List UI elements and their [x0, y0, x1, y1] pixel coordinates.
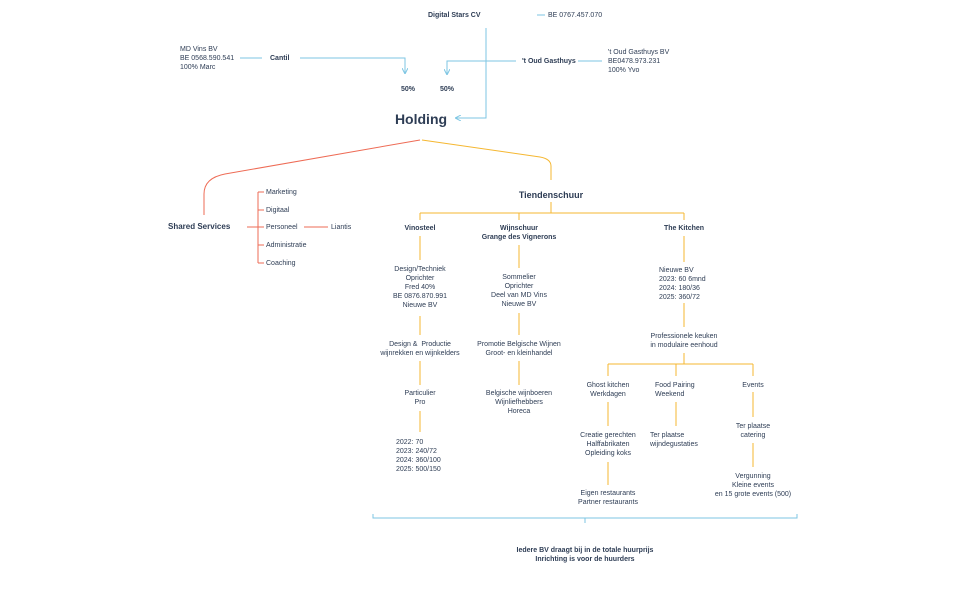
shared-service-personeel: Personeel	[266, 224, 298, 231]
ghost-kitchen-title: Ghost kitchen Werkdagen	[586, 382, 630, 398]
digital-stars-number: BE 0767.457.070	[548, 12, 603, 19]
oud-gasthuys-owner-info: 't Oud Gasthuys BV BE0478.973.231 100% Y…	[608, 49, 670, 74]
shared-service-marketing: Marketing	[266, 189, 297, 196]
share-right: 50%	[440, 86, 455, 93]
kitchen-title: The Kitchen	[663, 225, 705, 232]
events-title: Events	[742, 382, 764, 389]
oud-gasthuys-name: 't Oud Gasthuys	[522, 58, 576, 65]
footer-note: Iedere BV draagt bij in de totale huurpr…	[516, 547, 654, 563]
shared-service-digitaal: Digitaal	[266, 207, 290, 214]
share-left: 50%	[401, 86, 416, 93]
cantil-owner-info: MD Vins BV BE 0568.590.541 100% Marc	[180, 46, 235, 71]
shared-service-coaching: Coaching	[266, 260, 296, 267]
shared-service-administratie: Administratie	[266, 242, 307, 249]
food-pairing-detail: Ter plaatse wijndegustaties	[650, 432, 698, 448]
vinosteel-activity: Design & Productie wijnrekken en wijnkel…	[380, 341, 460, 357]
holding-title: Holding	[394, 111, 448, 127]
vinosteel-title: Vinosteel	[404, 225, 436, 232]
wijnschuur-activity: Promotie Belgische Wijnen Groot- en klei…	[477, 341, 561, 357]
vinosteel-market: Particulier Pro	[404, 390, 436, 406]
ghost-kitchen-outlets: Eigen restaurants Partner restaurants	[578, 490, 638, 506]
digital-stars-name: Digital Stars CV	[428, 12, 481, 19]
food-pairing-title: Food Pairing Weekend	[655, 382, 695, 398]
personeel-partner: Liantis	[331, 224, 352, 231]
events-detail: Ter plaatse catering	[735, 423, 771, 439]
shared-services-title: Shared Services	[168, 222, 231, 231]
wijnschuur-title: Wijnschuur Grange des Vignerons	[481, 225, 557, 241]
tiendenschuur-title: Tiendenschuur	[518, 190, 584, 200]
cantil-name: Cantil	[270, 55, 290, 62]
wijnschuur-info: Sommelier Oprichter Deel van MD Vins Nie…	[491, 274, 547, 308]
kitchen-info: Nieuwe BV 2023: 60 6mnd 2024: 180/36 202…	[659, 267, 706, 301]
events-license: Vergunning Kleine events en 15 grote eve…	[714, 473, 792, 498]
wijnschuur-market: Belgische wijnboeren Wijnliefhebbers Hor…	[485, 390, 553, 415]
vinosteel-info: Design/Techniek Oprichter Fred 40% BE 08…	[392, 266, 448, 309]
kitchen-concept: Professionele keuken in modulaire eenhou…	[650, 333, 718, 349]
vinosteel-figures: 2022: 70 2023: 240/72 2024: 360/100 2025…	[396, 439, 441, 473]
ghost-kitchen-detail: Creatie gerechten Halffabrikaten Opleidi…	[580, 432, 636, 457]
